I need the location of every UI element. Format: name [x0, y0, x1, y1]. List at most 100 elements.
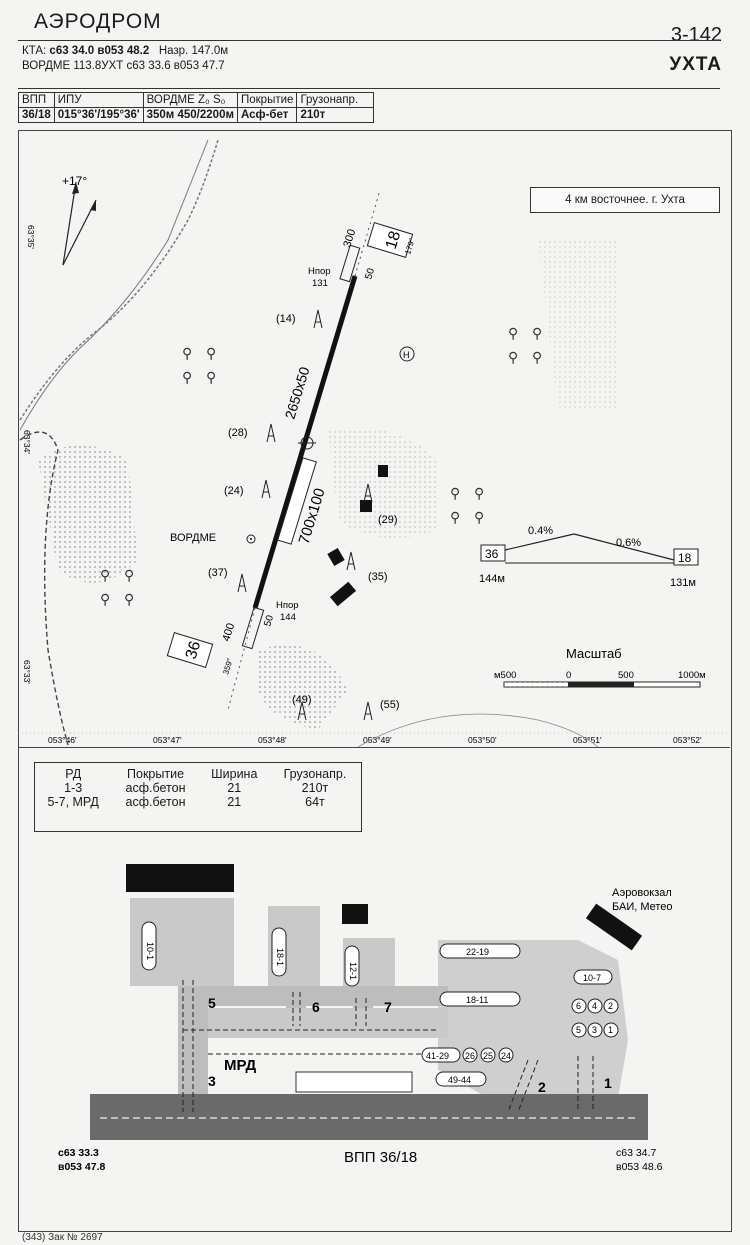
threshold-south-label: Нпор — [276, 600, 299, 611]
mrd-area — [178, 1008, 448, 1038]
stand-labels: 10-1 18-1 12-1 22-19 18-11 10-7 6 4 2 5 … — [145, 942, 613, 1085]
lat-6334: 63°34' — [22, 430, 32, 454]
obstacle-14: (14) — [276, 313, 296, 325]
col-ipu: ИПУ — [53, 92, 144, 108]
tw-col-rd: РД — [65, 767, 82, 781]
taxiway-6: 6 — [312, 999, 320, 1015]
lat-6333: 63°33' — [22, 660, 32, 684]
col-load: Грузонапр. — [296, 92, 375, 108]
road-line — [19, 139, 219, 421]
north-clearway — [339, 244, 361, 283]
svg-text:⚲: ⚲ — [474, 509, 484, 525]
stand-25: 25 — [483, 1051, 493, 1061]
svg-text:⚲: ⚲ — [206, 345, 216, 361]
tw-col-width: Ширина — [211, 767, 258, 781]
stand-3: 3 — [592, 1025, 597, 1035]
stand-symbols — [141, 921, 619, 1087]
strip-700x100 — [277, 457, 317, 545]
coord-right: с63 34.7 — [616, 1147, 656, 1159]
taxi-lines — [182, 980, 594, 1113]
threshold-north-label: Нпор — [308, 266, 331, 277]
chart-frame — [18, 130, 732, 1232]
railway-line — [19, 431, 69, 746]
stand-1: 1 — [608, 1025, 613, 1035]
obstacle-28: (28) — [228, 427, 248, 439]
svg-text:⚲: ⚲ — [124, 591, 134, 607]
building — [378, 465, 388, 477]
vordme-info: ВОРДМЕ 113.8УХТ с63 33.6 в053 47.7 — [22, 60, 225, 72]
svg-text:⚲: ⚲ — [100, 567, 110, 583]
building-dark — [126, 864, 234, 892]
stand-22-19: 22-19 — [466, 947, 489, 957]
stand-2: 2 — [608, 1001, 613, 1011]
true-north-arrow — [62, 181, 77, 266]
obstacle-icons — [237, 309, 373, 721]
lon-0: 053°46' — [48, 735, 77, 745]
cell-load: 210т — [296, 107, 375, 123]
header-rule — [18, 40, 720, 41]
obstacle-37: (37) — [208, 567, 228, 579]
magnetic-north-arrow — [62, 199, 97, 266]
header-rule-2 — [18, 88, 720, 89]
building — [327, 547, 345, 567]
profile-slope-left-label: 0.4% — [528, 525, 553, 537]
profile-rwy-18: 18 — [678, 551, 692, 565]
stand-49-44: 49-44 — [448, 1075, 471, 1085]
rwy-south-heading: 359° — [221, 657, 234, 675]
south-clearway — [241, 606, 265, 650]
profile-elev-36: 144м — [479, 573, 505, 585]
lon-1: 053°47' — [153, 735, 182, 745]
cell-vordme: 350м 450/2200м — [142, 107, 238, 123]
footer-note: (343) Зак № 2697 — [22, 1232, 103, 1243]
aerodrome-map: +17° 2650x50 700x100 300 400 50 50 Нпор … — [18, 139, 730, 747]
tw-cell: асф.бетон — [125, 795, 186, 809]
rwy-south-number: 36 — [183, 639, 204, 661]
tw-cell: 21 — [227, 781, 242, 795]
stand-5: 5 — [576, 1025, 581, 1035]
rwy-north-number: 18 — [383, 229, 404, 251]
svg-text:⚲: ⚲ — [100, 591, 110, 607]
obstacle-29: (29) — [378, 514, 398, 526]
taxiway-1: 1 — [604, 1075, 612, 1091]
terminal-area-dots — [328, 428, 438, 538]
runway-36-18 — [252, 275, 358, 609]
helipad-letter: H — [403, 350, 410, 360]
runway-dims: 2650x50 — [282, 365, 313, 421]
tw-cell: 64т — [305, 795, 325, 809]
svg-text:⚲: ⚲ — [124, 567, 134, 583]
taxiway-2: 2 — [538, 1079, 546, 1095]
taxiway-3: 3 — [208, 1073, 216, 1089]
lon-4: 053°50' — [468, 735, 497, 745]
profile-slope-left — [504, 533, 575, 551]
river-bank — [19, 139, 209, 431]
cell-vpp: 36/18 — [18, 107, 55, 123]
svg-text:⚲: ⚲ — [450, 509, 460, 525]
scale-1000: 1000м — [678, 670, 706, 681]
col-vpp: ВПП — [18, 92, 55, 108]
rwy36-box — [166, 632, 214, 668]
tw-col-load: Грузонапр. — [283, 767, 347, 781]
tw-col-surface: Покрытие — [127, 767, 185, 781]
svg-text:⚲: ⚲ — [474, 485, 484, 501]
east-area-dots — [538, 240, 618, 410]
dist-300: 300 — [341, 228, 358, 249]
svg-text:⚲: ⚲ — [182, 369, 192, 385]
obstacle-55: (55) — [380, 699, 400, 711]
obstacle-49: (49) — [292, 694, 312, 706]
coord-left-2: в053 47.8 — [58, 1161, 105, 1170]
magvar-label: +17° — [62, 174, 87, 188]
stand-12-1: 12-1 — [348, 962, 358, 980]
stand-6: 6 — [576, 1001, 581, 1011]
mrd-label: МРД — [224, 1057, 257, 1074]
tw-cell: 21 — [227, 795, 242, 809]
stand-26: 26 — [465, 1051, 475, 1061]
forest-area-west — [38, 445, 138, 583]
building — [360, 500, 372, 512]
obstacle-24: (24) — [224, 485, 244, 497]
svg-text:⚲: ⚲ — [532, 349, 542, 365]
tw-cell: 1-3 — [64, 781, 83, 795]
svg-text:⚲: ⚲ — [182, 345, 192, 361]
dist-50-south: 50 — [262, 614, 276, 628]
location-note: 4 км восточнее. г. Ухта — [530, 187, 720, 213]
lon-5: 053°51' — [573, 735, 602, 745]
